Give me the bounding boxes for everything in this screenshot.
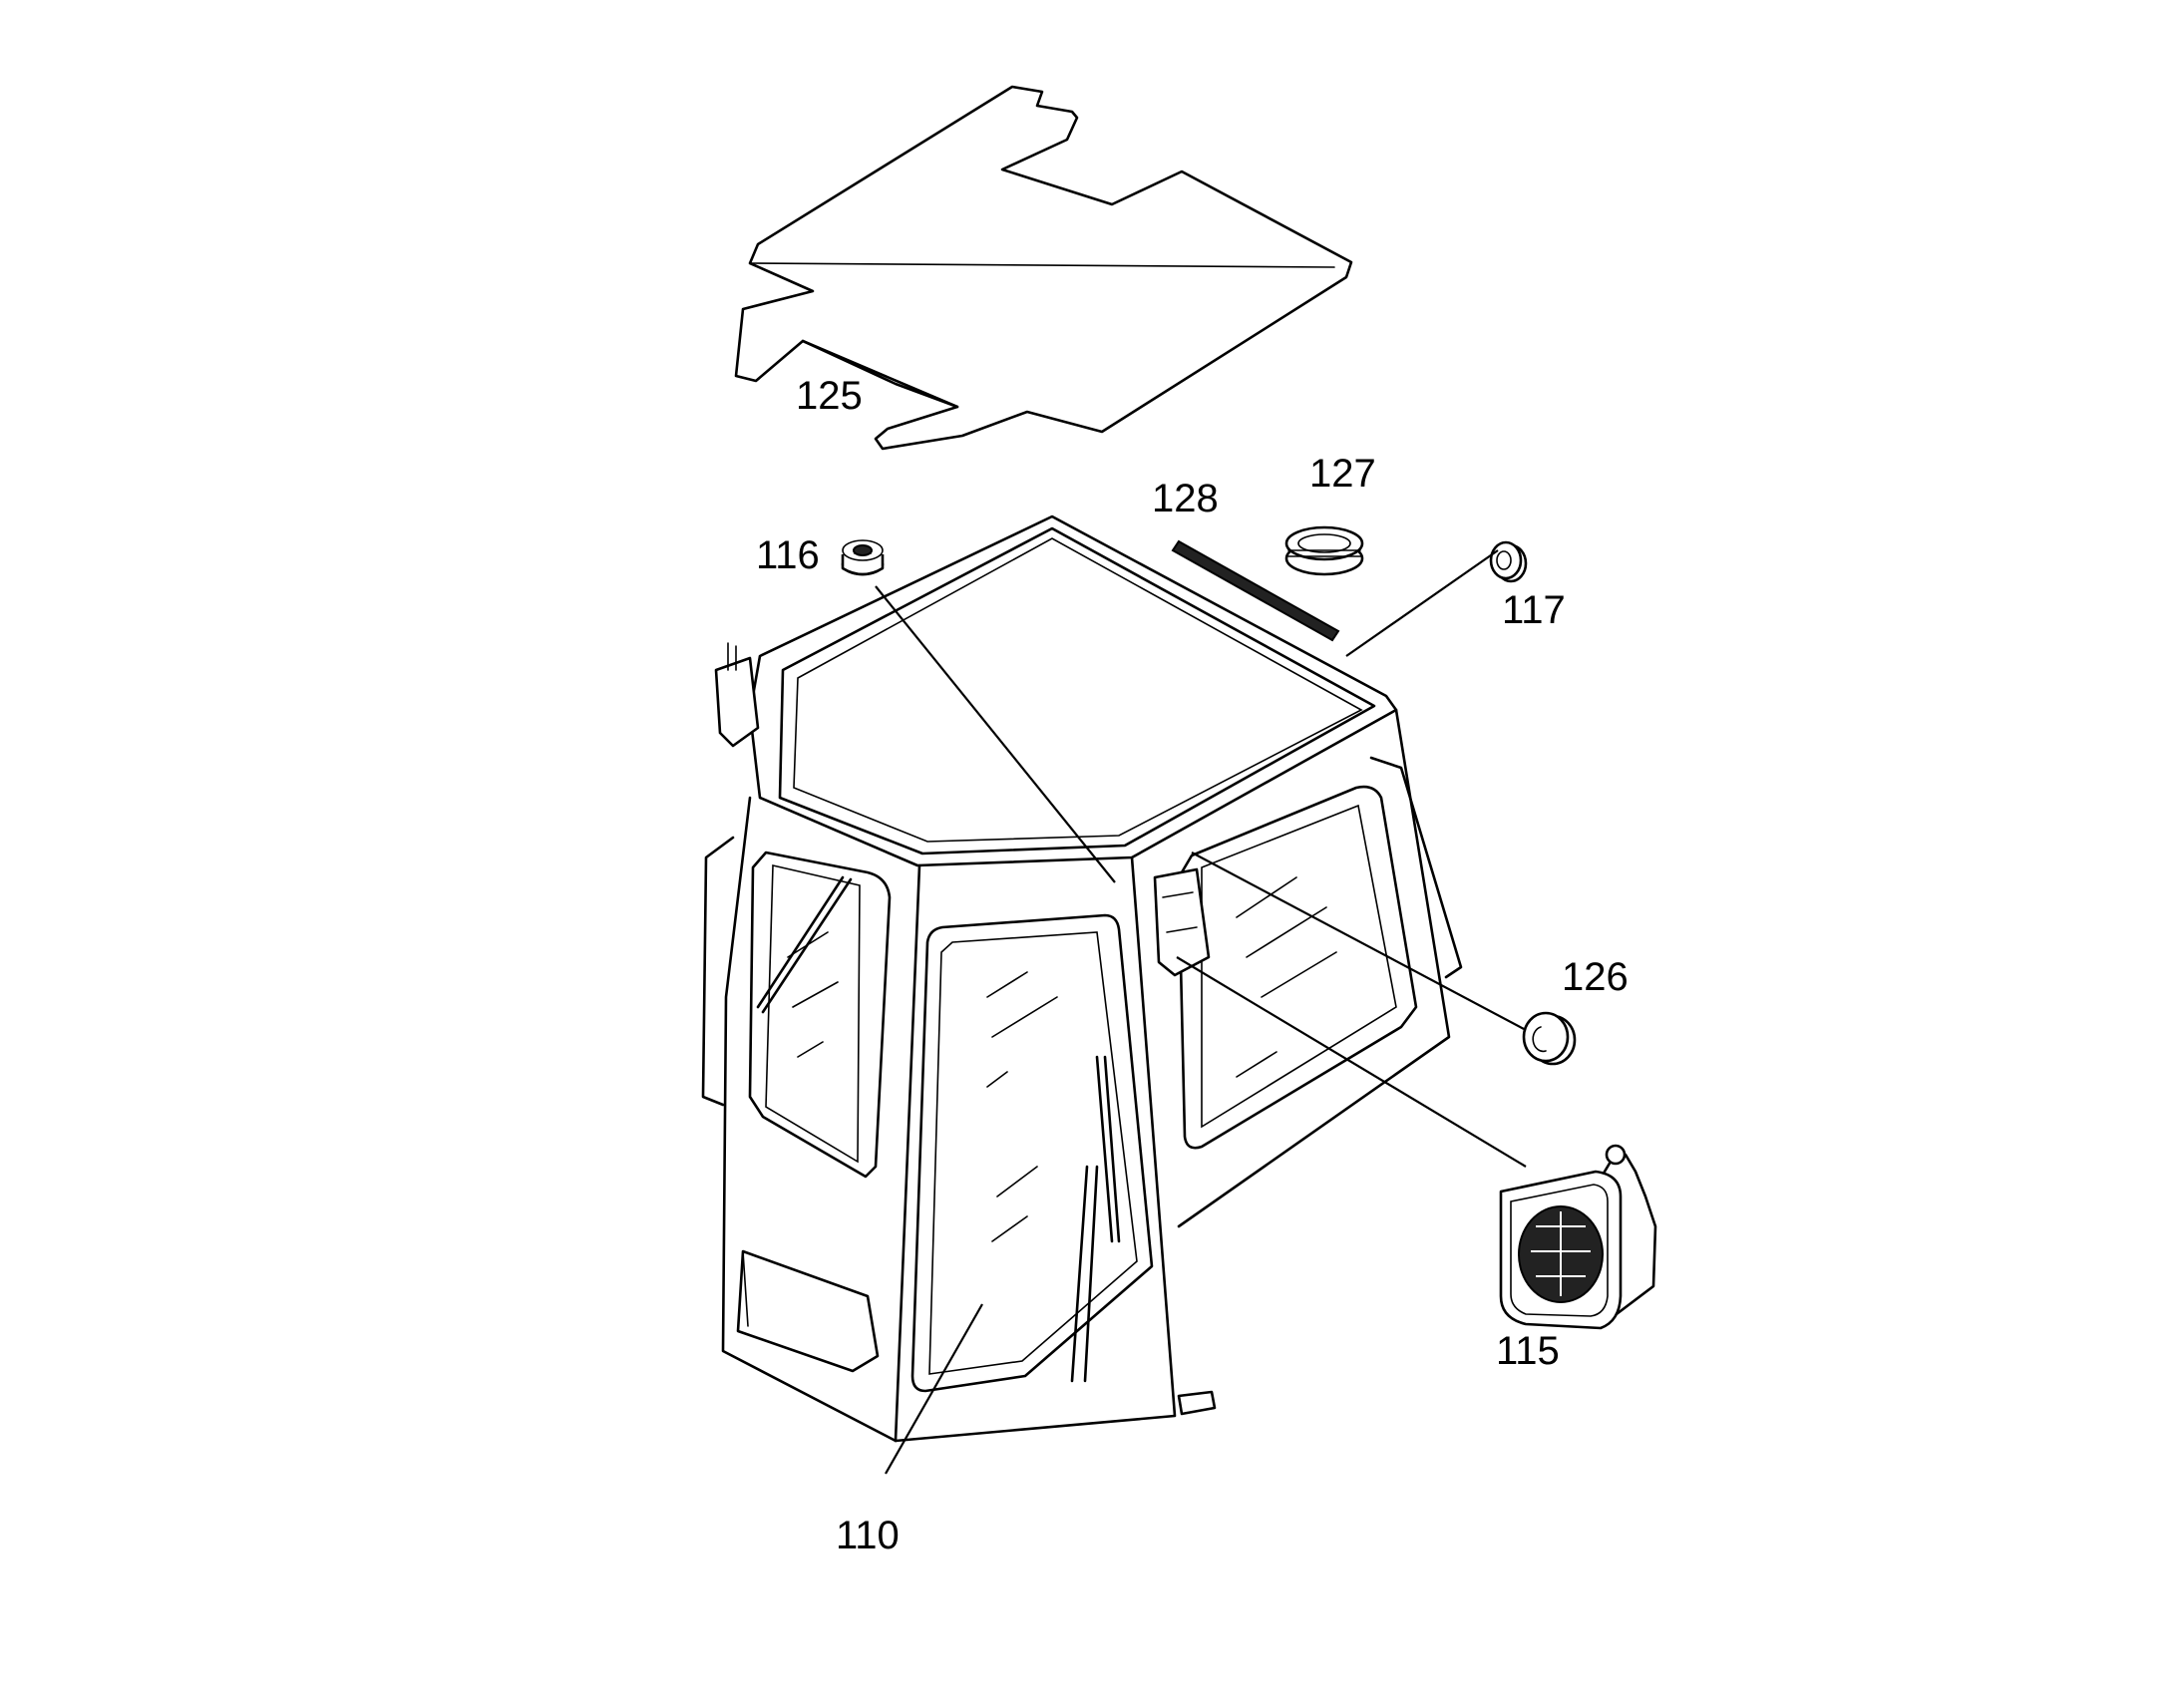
cab-part: [701, 514, 1463, 1443]
callout-128: 128: [1152, 477, 1219, 520]
grommet-part-117: [1489, 540, 1528, 583]
grommet-part-126: [1522, 1011, 1577, 1066]
work-light-part: [1499, 1144, 1657, 1330]
callout-115: 115: [1496, 1329, 1560, 1373]
callout-116: 116: [756, 533, 820, 577]
callout-125: 125: [796, 374, 863, 418]
rod-part: [1171, 539, 1340, 642]
callout-110: 110: [836, 1514, 900, 1557]
callout-127: 127: [1309, 452, 1376, 496]
floor-mat-part: [734, 85, 1353, 451]
callout-labels: 125 128 127 116 117 126 115 110: [756, 374, 1629, 1557]
callout-126: 126: [1562, 955, 1629, 999]
ring-part: [1284, 525, 1364, 576]
callout-117: 117: [1502, 588, 1566, 632]
grommet-part-116: [841, 539, 885, 576]
leader-lines: [875, 549, 1527, 1475]
